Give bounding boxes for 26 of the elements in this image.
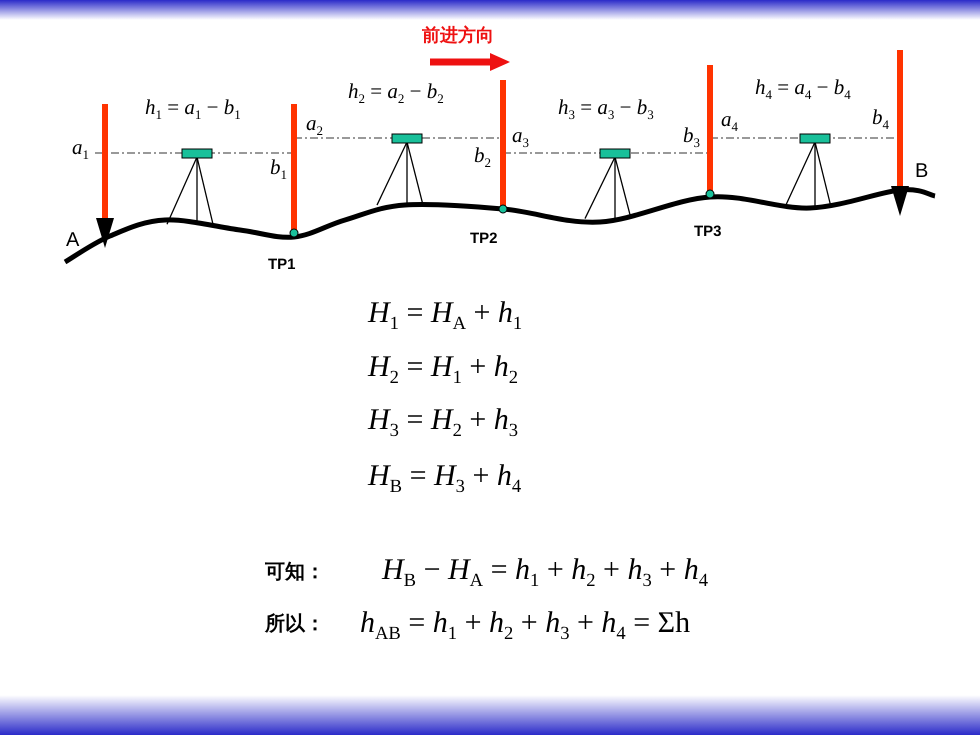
formula: H$_{B}$ = H$_{3}$ + h$_{4}$ [368, 459, 522, 498]
formula: H$_{2}$ = H$_{1}$ + h$_{2}$ [368, 350, 518, 388]
formula: h$_{1}$ = a$_{1}$ − b$_{1}$ [145, 96, 241, 122]
direction-label: 前进方向 [422, 26, 494, 46]
formula: a$_{3}$ [512, 124, 530, 150]
point-label: A [66, 229, 80, 251]
point-label: TP3 [694, 224, 722, 240]
formula: H$_{1}$ = H$_{A}$ + h$_{1}$ [368, 296, 522, 334]
point-label: B [915, 160, 928, 182]
formula: b$_{4}$ [872, 106, 890, 132]
text-label: 所以： [265, 612, 325, 634]
formula: a$_{1}$ [72, 136, 90, 162]
point-label: TP1 [268, 257, 296, 274]
formula: h$_{AB}$ = h$_{1}$ + h$_{2}$ + h$_{3}$ + h$_{4}$ = Σh [360, 606, 690, 644]
formula: b$_{1}$ [270, 156, 288, 182]
formula: H$_{3}$ = H$_{2}$ + h$_{3}$ [368, 403, 518, 442]
formula: h$_{2}$ = a$_{2}$ − b$_{2}$ [348, 80, 444, 106]
text-label: 可知： [265, 560, 325, 582]
formula: b$_{3}$ [683, 124, 700, 150]
point-label: TP2 [470, 231, 498, 248]
formula: h$_{3}$ = a$_{3}$ − b$_{3}$ [558, 96, 654, 122]
formula: h$_{4}$ = a$_{4}$ − b$_{4}$ [755, 76, 851, 102]
formula: a$_{2}$ [306, 112, 324, 138]
formula: H$_{B}$ − H$_{A}$ = h$_{1}$ + h$_{2}$ + h$_{3}$ + h$_{4}$ [382, 553, 708, 592]
formula: a$_{4}$ [721, 108, 738, 134]
formula: b$_{2}$ [474, 144, 492, 170]
